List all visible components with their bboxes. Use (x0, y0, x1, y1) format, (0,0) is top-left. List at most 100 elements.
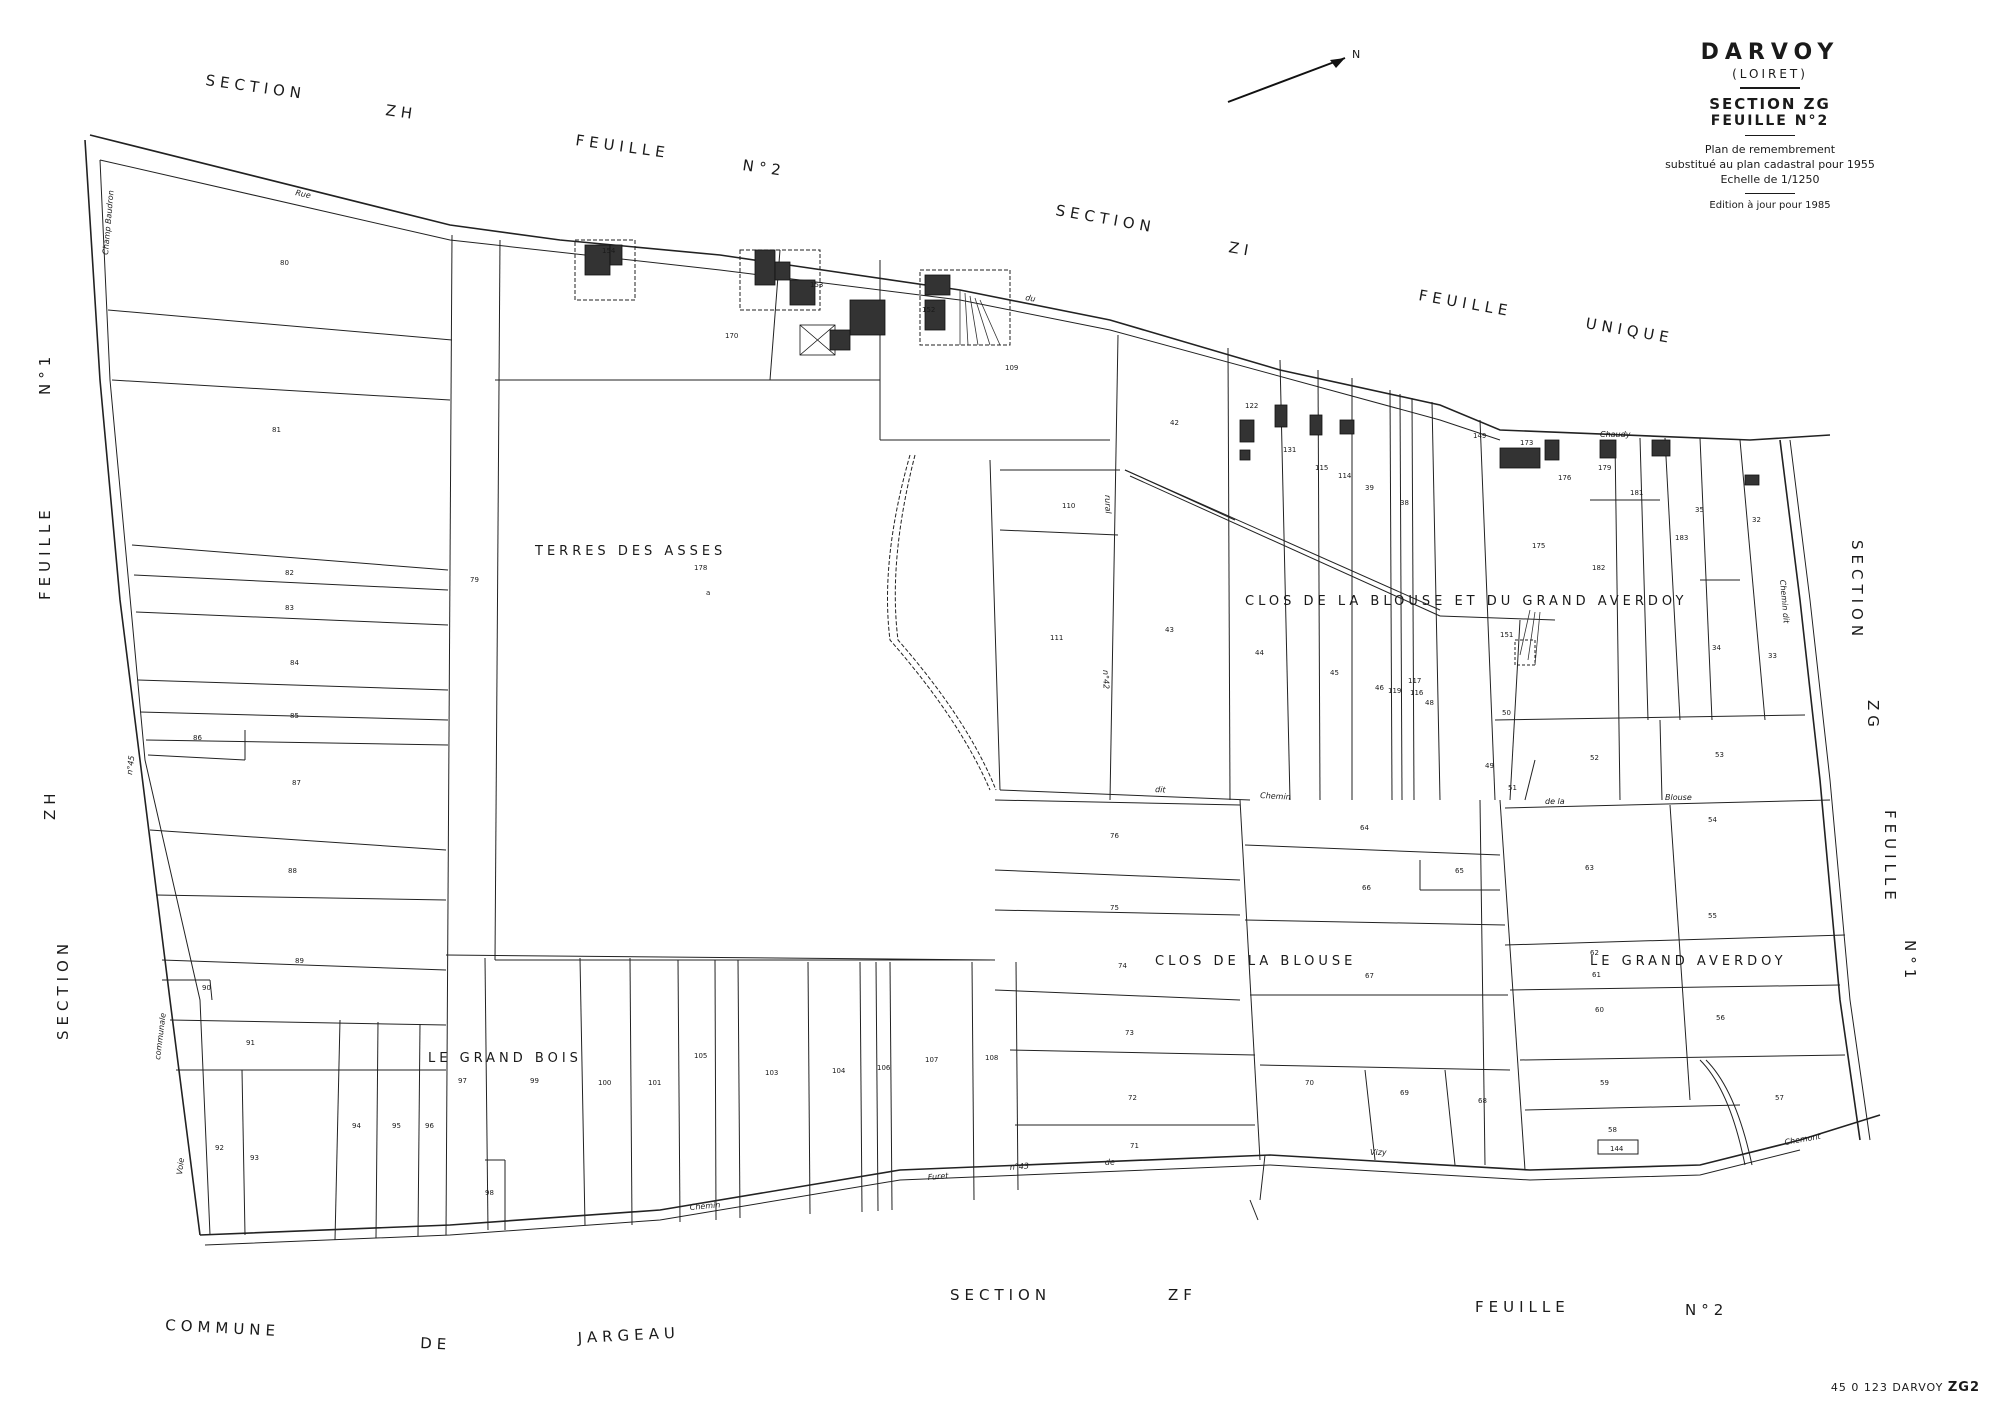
margin-label: SECTION (204, 71, 307, 103)
parcel-number: 43 (1165, 626, 1174, 634)
street-label: n°45 (125, 755, 136, 775)
parcel-number: 84 (290, 659, 299, 667)
reference-code: 45 0 123 DARVOY (1830, 1381, 1944, 1394)
parcel-number: 100 (598, 1079, 611, 1087)
parcel-number: 179 (1598, 464, 1611, 472)
parcel-number: 115 (1315, 464, 1328, 472)
parcel-number: 48 (1425, 699, 1434, 707)
parcel-number: 70 (1305, 1079, 1314, 1087)
north-arrow: N (1227, 48, 1360, 103)
plan-note: Plan de remembrement (1704, 143, 1836, 156)
parcel-number: 99 (530, 1077, 539, 1085)
parcel-number: 108 (985, 1054, 998, 1062)
sheet-reference: 45 0 123 DARVOY ZG2 (1831, 1380, 1980, 1395)
margin-label: ZH (41, 788, 59, 820)
parcel-number: 65 (1455, 867, 1464, 875)
margin-label: FEUILLE (1475, 1298, 1570, 1316)
margin-label: SECTION (54, 939, 72, 1040)
street-label: de (1105, 1157, 1116, 1167)
street-label: Rue (295, 188, 312, 200)
reference-sheet: ZG2 (1947, 1380, 1980, 1395)
margin-label: FEUILLE (1417, 286, 1513, 320)
parcel-number: 62 (1590, 949, 1599, 957)
parcel-number: 149 (1473, 432, 1486, 440)
parcel-number: 91 (246, 1039, 255, 1047)
street-label: Chemont (1784, 1132, 1822, 1147)
street-label: Voie (175, 1157, 186, 1175)
parcel-number: 110 (1062, 502, 1075, 510)
parcel-number: 39 (1365, 484, 1374, 492)
divider (1745, 135, 1795, 136)
parcel-number: 73 (1125, 1029, 1134, 1037)
parcel-number: 95 (392, 1122, 401, 1130)
street-label: n°42 (1101, 670, 1111, 690)
parcel-number: 58 (1608, 1126, 1617, 1134)
parcel-number: 101 (648, 1079, 661, 1087)
parcel-number: 57 (1775, 1094, 1784, 1102)
parcel-number: 104 (832, 1067, 846, 1075)
street-label: Blouse (1665, 793, 1692, 802)
margin-label: N°2 (741, 156, 786, 180)
parcel-number: 122 (1245, 402, 1258, 410)
parcel-number: 131 (1283, 446, 1296, 454)
parcel-number: 54 (1708, 816, 1717, 824)
parcel-number: 72 (1128, 1094, 1137, 1102)
road-west (84, 139, 201, 1236)
margin-label: FEUILLE (1881, 810, 1899, 905)
parcel-number: 92 (215, 1144, 224, 1152)
street-label: du (1025, 293, 1037, 304)
parcel-number: 178 (694, 564, 707, 572)
street-label: Vizy (1370, 1148, 1387, 1157)
parcel-number: 69 (1400, 1089, 1409, 1097)
margin-label: N°1 (36, 352, 54, 395)
parcel-number: 50 (1502, 709, 1511, 717)
margin-label: SECTION (1054, 201, 1157, 236)
parcel-number: 152 (922, 306, 935, 314)
parcel-number: 97 (458, 1077, 467, 1085)
parcel-number: 119 (1388, 687, 1401, 695)
margin-label: UNIQUE (1584, 314, 1675, 347)
scale-label: Echelle de 1/1250 (1720, 173, 1820, 186)
parcel-number: 59 (1600, 1079, 1609, 1087)
parcel-number: 32 (1752, 516, 1761, 524)
street-label: Chemin (689, 1200, 720, 1212)
parcel-number: 38 (1400, 499, 1409, 507)
parcel-number: 52 (1590, 754, 1599, 762)
margin-label: ZG (1864, 700, 1882, 732)
street-label: Champ Baudron (101, 190, 116, 255)
parcel-number: 49 (1485, 762, 1494, 770)
parcel-number: 181 (1630, 489, 1643, 497)
parcel-number: 86 (193, 734, 202, 742)
margin-label: SECTION (950, 1286, 1051, 1304)
parcel-number: 93 (250, 1154, 259, 1162)
street-label: rural (1103, 495, 1113, 515)
road-north (89, 134, 1831, 441)
margin-label: FEUILLE (574, 131, 670, 162)
margin-label: ZH (384, 101, 418, 123)
parcel-number: 109 (1005, 364, 1018, 372)
margin-label: COMMUNE (165, 1316, 281, 1340)
margin-label: FEUILLE (36, 505, 54, 600)
street-label: n°43 (1009, 1161, 1029, 1172)
parcel-number: 42 (1170, 419, 1179, 427)
parcel-number: 176 (1558, 474, 1572, 482)
parcel-number: 144 (1610, 1145, 1624, 1153)
parcel-number: 63 (1585, 864, 1594, 872)
margin-label: ZI (1227, 238, 1254, 260)
parcel-number: 81 (272, 426, 281, 434)
lieu-dit-label: CLOS DE LA BLOUSE (1155, 954, 1356, 969)
edition-note: Edition à jour pour 1985 (1709, 200, 1831, 211)
parcel-number: 71 (1130, 1142, 1139, 1150)
parcel-number: 107 (925, 1056, 938, 1064)
street-label: de la (1545, 797, 1565, 806)
title-cartouche: DARVOY (LOIRET) SECTION ZG FEUILLE N°2 P… (1620, 40, 1920, 211)
parcel-number: 61 (1592, 971, 1601, 979)
commune-name: DARVOY (1700, 40, 1840, 65)
parcel-number: 64 (1360, 824, 1369, 832)
parcel-number: 75 (1110, 904, 1119, 912)
road-south (199, 1114, 1881, 1236)
parcel-number: 89 (295, 957, 304, 965)
parcel-number: 153 (810, 281, 823, 289)
plan-note: substitué au plan cadastral pour 1955 (1665, 158, 1875, 171)
